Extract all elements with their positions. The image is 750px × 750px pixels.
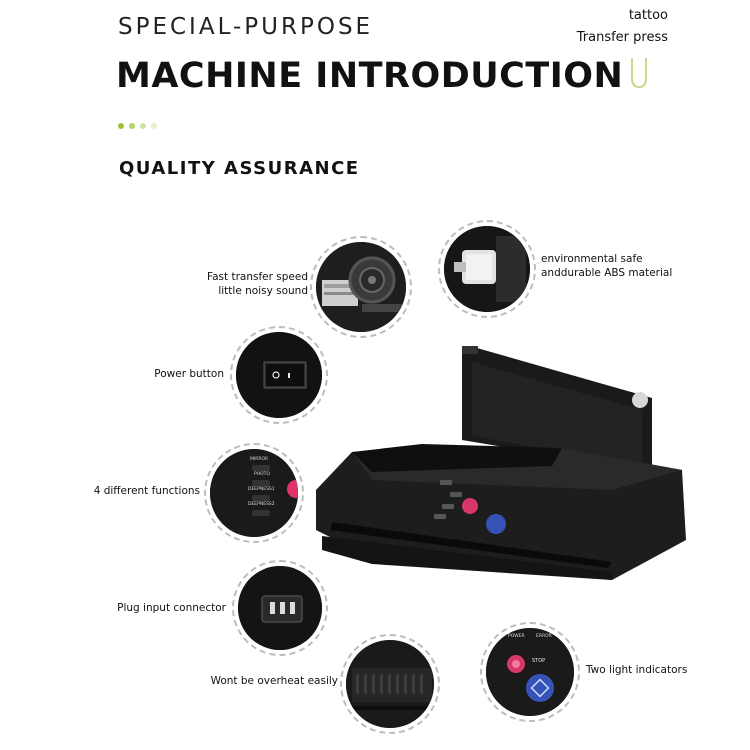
u-mark-icon: [631, 58, 647, 89]
dot: [140, 123, 146, 129]
subtitle: SPECIAL-PURPOSE: [118, 14, 374, 40]
power-indicator-label: POWER: [508, 634, 525, 639]
corner-label-top: tattoo: [628, 8, 668, 23]
decorative-dots: [118, 123, 157, 131]
plug-label: Plug input connector: [117, 602, 226, 614]
vent-photo: [340, 634, 440, 734]
dot: [118, 123, 124, 129]
mode-mirror-label: MIRROR: [250, 457, 269, 462]
lights-label: Two light indicators: [586, 664, 688, 676]
plug-photo: [232, 560, 328, 656]
plug-connector-icon: [238, 566, 322, 650]
material-label-1: environmental safe: [541, 253, 643, 265]
indicator-buttons-icon: [486, 628, 574, 716]
function-panel-icon: [210, 449, 298, 537]
speed-label-1: Fast transfer speed: [207, 271, 308, 283]
material-label-2: anddurable ABS material: [541, 267, 673, 279]
mode-photo-label: PHOTO: [254, 472, 270, 477]
dot: [151, 123, 157, 129]
gear-icon: [316, 242, 406, 332]
gear-detail-photo: [310, 236, 412, 338]
indicator-photo: POWER ERROR STOP: [480, 622, 580, 722]
page-title: MACHINE INTRODUCTION: [116, 56, 624, 96]
section-heading: QUALITY ASSURANCE: [119, 158, 360, 179]
speed-label-2: little noisy sound: [218, 285, 308, 297]
vent-icon: [346, 640, 434, 728]
mode-deepness2-label: DEEPNESS2: [248, 502, 275, 507]
dot: [129, 123, 135, 129]
roller-icon: [444, 226, 530, 312]
mode-deepness1-label: DEEPNESS1: [248, 487, 275, 492]
power-label: Power button: [154, 368, 224, 380]
stop-label: STOP: [532, 658, 546, 664]
roller-detail-photo: [438, 220, 536, 318]
functions-label: 4 different functions: [93, 485, 200, 497]
function-panel-photo: MIRROR PHOTO DEEPNESS1 DEEPNESS2: [204, 443, 304, 543]
corner-label-bottom: Transfer press: [576, 30, 668, 45]
power-switch-photo: [230, 326, 328, 424]
tattoo-printer-image: [316, 346, 686, 580]
error-indicator-label: ERROR: [536, 634, 552, 639]
overheat-label: Wont be overheat easily: [210, 675, 338, 687]
power-switch-icon: [236, 332, 322, 418]
